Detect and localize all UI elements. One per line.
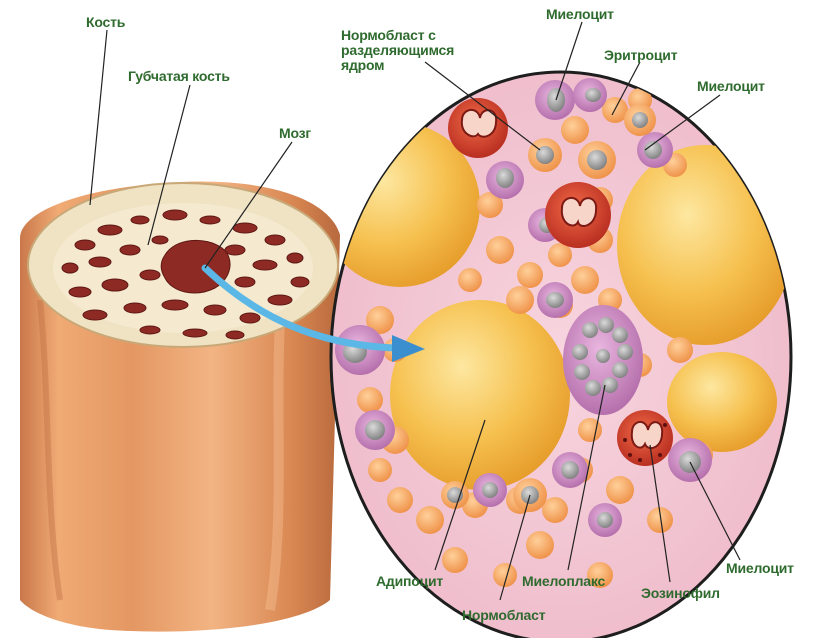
adipocyte-cell — [667, 352, 777, 452]
marrow-zoom-circle — [320, 72, 793, 638]
label-normoblast-dividing-line3: ядром — [341, 58, 454, 73]
label-mielocit-bottom-right: Миелоцит — [726, 561, 794, 576]
dividing-normoblast-cell — [448, 98, 508, 158]
label-kost: Кость — [86, 15, 125, 30]
label-mielocit-right: Миелоцит — [697, 79, 765, 94]
label-eozinofil: Эозинофил — [641, 586, 720, 601]
bone — [20, 182, 340, 632]
myeloplax-cell — [563, 305, 643, 415]
red-normoblast-cell — [545, 182, 611, 248]
label-normoblast-dividing-line2: разделяющимся — [341, 43, 454, 58]
adipocyte-cell — [390, 300, 570, 490]
label-mielocit-top: Миелоцит — [546, 7, 614, 22]
eosinophil-cell — [617, 410, 673, 466]
label-adipocit: Адипоцит — [376, 574, 443, 589]
label-eritrocit: Эритроцит — [604, 48, 677, 63]
label-normoblast: Нормобласт — [462, 608, 545, 623]
label-mieloplaks: Миелоплакс — [522, 574, 605, 589]
label-normoblast-dividing-line1: Нормобласт с — [341, 28, 454, 43]
label-mozg: Мозг — [279, 126, 311, 141]
label-gubchataya-kost: Губчатая кость — [128, 69, 230, 84]
adipocyte-cell — [617, 145, 793, 345]
label-normoblast-dividing: Нормобласт с разделяющимся ядром — [341, 28, 454, 73]
